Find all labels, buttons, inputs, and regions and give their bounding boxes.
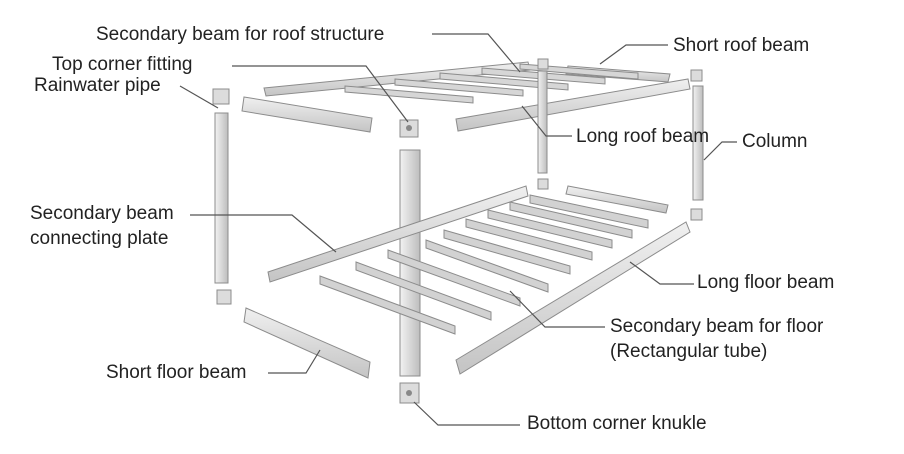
rainwater-pipe-column xyxy=(214,112,229,284)
label-short-floor-beam: Short floor beam xyxy=(106,362,247,383)
short-floor-beam xyxy=(243,307,371,379)
label-rainwater-pipe: Rainwater pipe xyxy=(34,75,161,96)
long-floor-beam xyxy=(455,221,691,375)
label-secondary-beam-plate-line2: connecting plate xyxy=(30,228,169,249)
label-secondary-floor-line2: (Rectangular tube) xyxy=(610,341,768,362)
top-corner-fitting-back-left xyxy=(212,88,230,105)
label-secondary-floor-line1: Secondary beam for floor xyxy=(610,316,824,337)
short-floor-beam-right xyxy=(565,185,669,214)
leader-lines xyxy=(179,33,737,426)
label-long-roof-beam: Long roof beam xyxy=(576,126,710,147)
label-secondary-roof-beam: Secondary beam for roof structure xyxy=(96,24,385,45)
long-roof-beam xyxy=(455,78,691,132)
bottom-corner-back-right xyxy=(537,178,549,190)
top-corner-back-right xyxy=(537,58,549,70)
label-top-corner-fitting: Top corner fitting xyxy=(52,54,193,75)
back-right-column xyxy=(537,70,548,174)
label-secondary-beam-plate-line1: Secondary beam xyxy=(30,203,174,224)
bottom-corner-right xyxy=(690,208,703,221)
label-column: Column xyxy=(742,131,808,152)
label-short-roof-beam: Short roof beam xyxy=(673,35,810,56)
short-roof-beam-left xyxy=(241,96,373,133)
column xyxy=(692,85,704,201)
label-long-floor-beam: Long floor beam xyxy=(697,272,835,293)
top-corner-right xyxy=(690,69,703,82)
secondary-floor-beams xyxy=(319,194,649,335)
roof-frame xyxy=(241,61,691,133)
label-bottom-corner-knuckle: Bottom corner knukle xyxy=(527,413,707,434)
bottom-corner-back-left xyxy=(216,289,232,305)
back-long-floor-beam xyxy=(267,185,529,283)
floor-frame xyxy=(243,185,691,379)
